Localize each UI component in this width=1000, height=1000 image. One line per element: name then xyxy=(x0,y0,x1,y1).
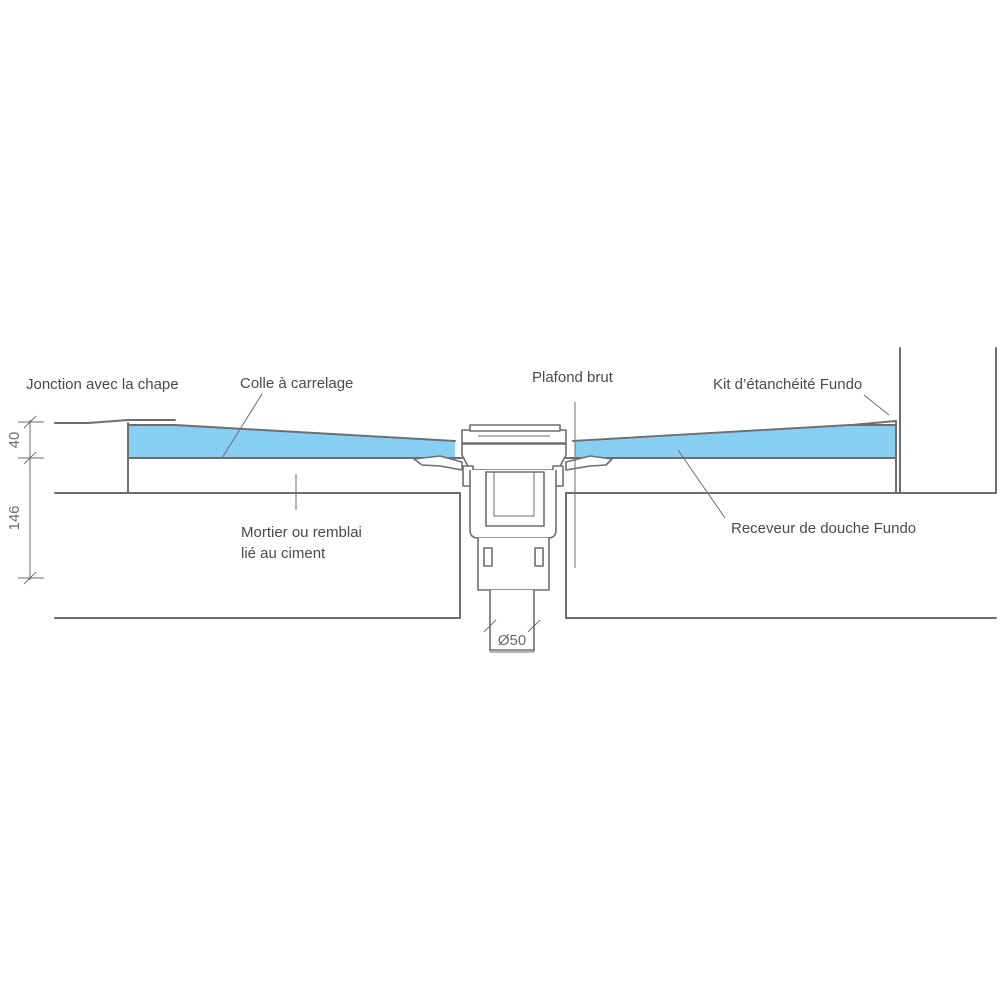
receiver-left-wing xyxy=(128,425,455,458)
receiver-right-wing xyxy=(575,426,896,458)
label-mortier-line2: lié au ciment xyxy=(241,545,326,562)
dim-tile-layer: 40 xyxy=(6,432,23,449)
dim-pipe-diameter: Ø50 xyxy=(498,632,526,649)
label-jonction-chape: Jonction avec la chape xyxy=(26,376,179,393)
label-mortier-line1: Mortier ou remblai xyxy=(241,524,362,541)
pipe-diameter-dimension xyxy=(483,619,541,653)
floor-structure xyxy=(54,347,997,619)
label-receveur: Receveur de douche Fundo xyxy=(731,520,916,537)
dimension-lines xyxy=(18,415,44,585)
label-kit-etancheite: Kit d’étanchéité Fundo xyxy=(713,376,862,393)
leader-lines xyxy=(221,393,890,519)
dim-mortar-layer: 146 xyxy=(6,505,23,530)
label-plafond-brut: Plafond brut xyxy=(532,369,614,386)
label-colle-carrelage: Colle à carrelage xyxy=(240,375,353,392)
floor-drain xyxy=(413,424,613,651)
